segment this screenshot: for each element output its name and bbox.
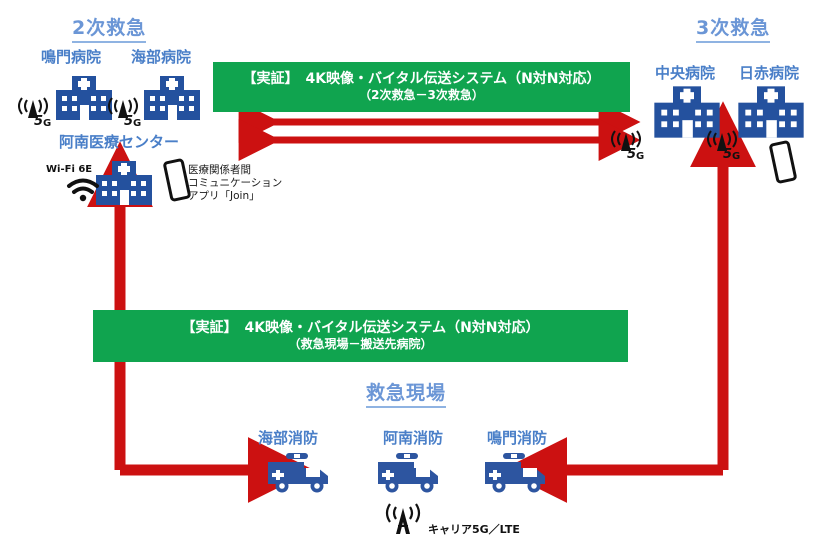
join-app-note: 医療関係者間 コミュニケーション アプリ「Join」 — [188, 164, 282, 202]
smartphone-icon-anan — [163, 158, 191, 202]
label-kaifu-fire: 海部消防 — [258, 429, 319, 447]
radio-icon-naruto-5g: 5 G — [14, 92, 60, 132]
radio-icon-central-5g: 5 G — [607, 125, 653, 165]
radio-icon-kaifu-5g: 5 G — [104, 92, 150, 132]
hospital-icon-naruto — [56, 76, 112, 120]
heading-tertiary-emergency: 3次救急 — [696, 13, 771, 43]
svg-text:5: 5 — [723, 147, 732, 162]
carrier-antenna-icon — [385, 503, 421, 534]
banner-middle-line1: 【実証】 4K映像・バイタル伝送システム（N対N対応） — [181, 319, 540, 336]
hospital-icon-anan — [96, 161, 152, 205]
label-kaifu-hospital: 海部病院 — [131, 48, 192, 66]
label-anan-fire: 阿南消防 — [383, 429, 444, 447]
hospital-icon-nisseki — [738, 86, 804, 138]
ambulance-icon-anan — [378, 453, 438, 493]
svg-text:G: G — [133, 118, 141, 129]
label-naruto-fire: 鳴門消防 — [487, 429, 548, 447]
label-nisseki-hospital: 日赤病院 — [739, 64, 800, 82]
arrow-right-elbow-to-naruto-fire — [501, 101, 756, 503]
banner-top-line2: （2次救急－3次救急） — [359, 88, 484, 103]
hospital-icon-central — [654, 86, 720, 138]
label-anan-medical-center: 阿南医療センター — [59, 133, 180, 151]
banner-secondary-tertiary: 【実証】 4K映像・バイタル伝送システム（N対N対応） （2次救急－3次救急） — [213, 62, 630, 112]
banner-site-hospital: 【実証】 4K映像・バイタル伝送システム（N対N対応） （救急現場－搬送先病院） — [93, 310, 628, 362]
svg-text:G: G — [732, 151, 740, 162]
wifi-icon — [67, 178, 99, 202]
svg-text:5: 5 — [34, 114, 43, 129]
join-app-note-line3: アプリ「Join」 — [188, 189, 260, 202]
ambulance-icon-naruto — [485, 453, 545, 493]
wifi-6e-label: Wi-Fi 6E — [46, 164, 93, 175]
banner-top-line1: 【実証】 4K映像・バイタル伝送システム（N対N対応） — [242, 70, 601, 87]
svg-text:5: 5 — [124, 114, 133, 129]
heading-emergency-site: 救急現場 — [366, 378, 447, 408]
label-naruto-hospital: 鳴門病院 — [41, 48, 102, 66]
radio-icon-nisseki-5g: 5 G — [703, 125, 749, 165]
ambulance-icon-kaifu — [268, 453, 328, 493]
heading-secondary-emergency: 2次救急 — [72, 13, 147, 43]
banner-middle-line2: （救急現場－搬送先病院） — [288, 337, 433, 352]
label-central-hospital: 中央病院 — [655, 64, 716, 82]
join-app-note-line1: 医療関係者間 — [188, 164, 251, 176]
hospital-icon-kaifu — [144, 76, 200, 120]
svg-text:G: G — [636, 151, 644, 162]
smartphone-icon-nisseki — [769, 140, 797, 184]
svg-text:G: G — [43, 118, 51, 129]
join-app-note-line2: コミュニケーション — [188, 176, 283, 189]
svg-text:5: 5 — [627, 147, 636, 162]
carrier-label: キャリア5G／LTE — [428, 523, 520, 536]
